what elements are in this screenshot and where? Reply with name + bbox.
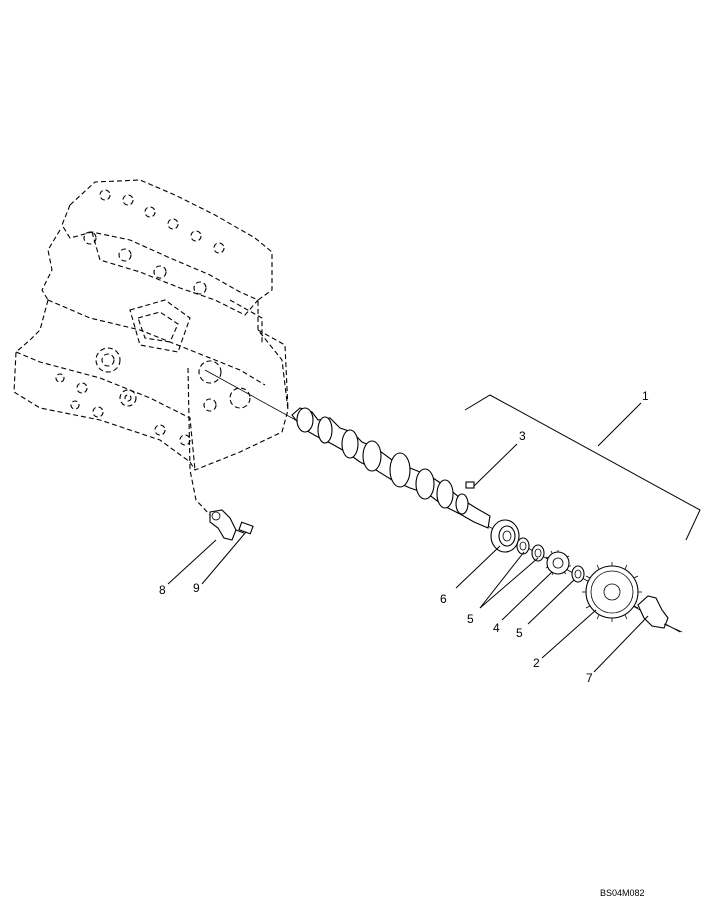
callout-4: 4 — [493, 621, 500, 635]
bolt — [235, 521, 254, 535]
callout-8: 8 — [159, 583, 166, 597]
washer-middle — [531, 544, 545, 562]
engine-block-outline — [13, 179, 289, 516]
callout-1: 1 — [642, 389, 649, 403]
callout-3: 3 — [519, 429, 526, 443]
camshaft-gear — [582, 562, 642, 622]
leader-lines — [167, 402, 649, 673]
adapter-flange — [637, 595, 683, 633]
drawing-code: BS04M082 — [600, 888, 645, 898]
callout-2: 2 — [533, 656, 540, 670]
washer-left — [516, 537, 530, 555]
small-gear — [545, 550, 571, 576]
assembly-bracket-line — [464, 394, 701, 541]
washer-right — [571, 565, 585, 583]
callout-9: 9 — [193, 581, 200, 595]
woodruff-key — [465, 481, 475, 489]
callout-6: 6 — [440, 592, 447, 606]
callout-5-right: 5 — [516, 626, 523, 640]
callout-5-left: 5 — [467, 612, 474, 626]
camshaft — [291, 407, 491, 529]
bracket — [209, 509, 237, 541]
callout-7: 7 — [586, 671, 593, 685]
thrust-plate — [490, 519, 520, 553]
